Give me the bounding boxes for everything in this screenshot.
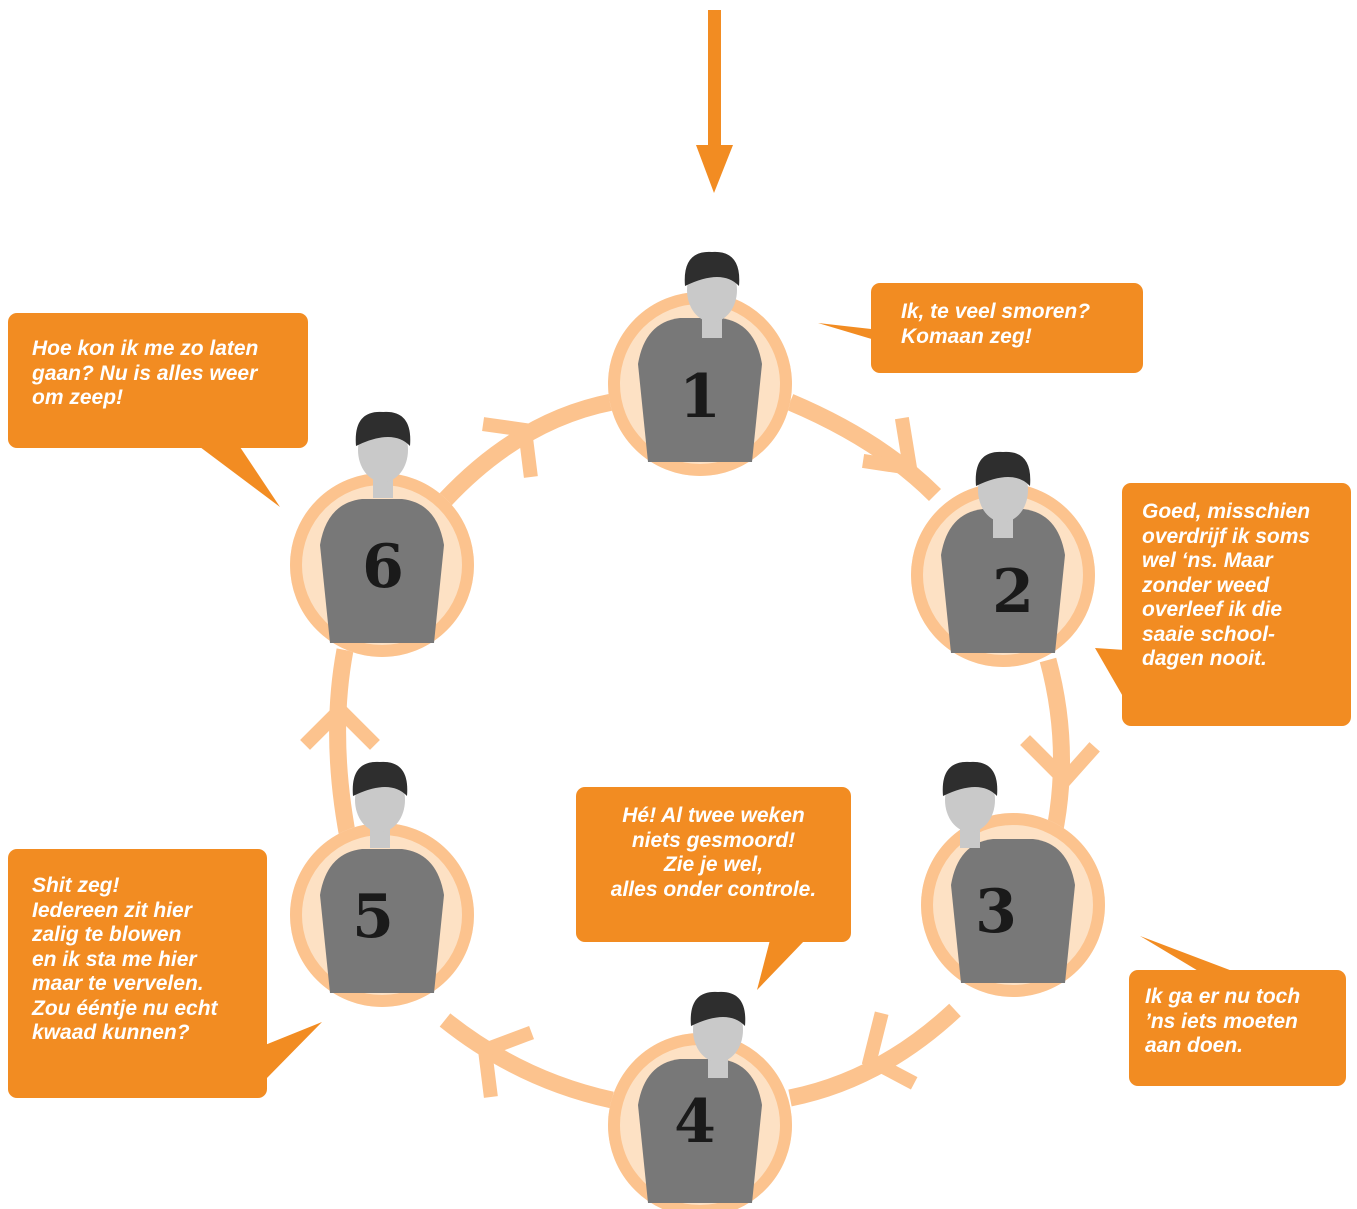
stage-5-neck (370, 826, 390, 848)
speech-bubble-2: Goed, misschien overdrijf ik soms wel ‘n… (1122, 483, 1351, 726)
stage-3-hair (942, 761, 998, 796)
stage-2: 2 (911, 451, 1095, 667)
speech-bubble-1: Ik, te veel smoren? Komaan zeg! (871, 283, 1143, 373)
stage-3-ring (921, 813, 1105, 997)
stage-5-hair (352, 761, 408, 796)
entry-arrow (696, 10, 733, 193)
entry-arrow-shaft (708, 10, 721, 160)
stage-5-number: 5 (352, 882, 394, 952)
speech-bubble-6: Hoe kon ik me zo laten gaan? Nu is alles… (8, 313, 308, 448)
stage-1-hair (684, 251, 740, 286)
stage-5: 5 (290, 761, 474, 1007)
stage-4-shirt (638, 1059, 762, 1203)
speech-bubble-3: Ik ga er nu toch ’ns iets moeten aan doe… (1129, 970, 1346, 1086)
ring-chevrons (300, 416, 1100, 1098)
stage-3-shirt (951, 839, 1075, 983)
stage-2-neck (993, 516, 1013, 538)
stage-4-hair (690, 991, 746, 1026)
stage-6-hair (355, 411, 411, 446)
speech-bubble-5: Shit zeg! Iedereen zit hier zalig te blo… (8, 849, 267, 1098)
ring-segment-4-5 (439, 1013, 614, 1109)
stage-6: 6 (290, 411, 474, 657)
stage-6-number: 6 (362, 532, 404, 602)
stage-3-number: 3 (975, 877, 1017, 947)
chevron-1-2 (862, 416, 919, 477)
stage-1-neck (702, 316, 722, 338)
stage-3-neck (960, 826, 980, 848)
chevron-5-6 (300, 700, 380, 750)
stage-1-number: 1 (679, 362, 721, 432)
stage-4: 4 (608, 991, 792, 1209)
chevron-6-1 (482, 417, 538, 478)
stage-4-neck (708, 1056, 728, 1078)
chevron-2-3 (1020, 735, 1100, 791)
stage-2-number: 2 (992, 557, 1034, 627)
stage-6-neck (373, 476, 393, 498)
stage-2-shirt (941, 509, 1065, 653)
entry-arrow-head (696, 145, 733, 193)
ring-segment-5-6 (329, 648, 359, 850)
stage-2-hair (975, 451, 1031, 486)
stage-1: 1 (608, 251, 792, 476)
stage-6-shirt (320, 499, 444, 643)
stage-5-shirt (320, 849, 444, 993)
ring-segment-1-2 (786, 394, 942, 502)
stage-1-shirt (638, 318, 762, 462)
stage-4-number: 4 (674, 1087, 716, 1157)
chevron-3-4 (861, 1011, 918, 1090)
stage-3: 3 (921, 761, 1105, 997)
speech-bubble-4: Hé! Al twee weken niets gesmoord! Zie je… (576, 787, 851, 942)
chevron-4-5 (477, 1025, 535, 1098)
